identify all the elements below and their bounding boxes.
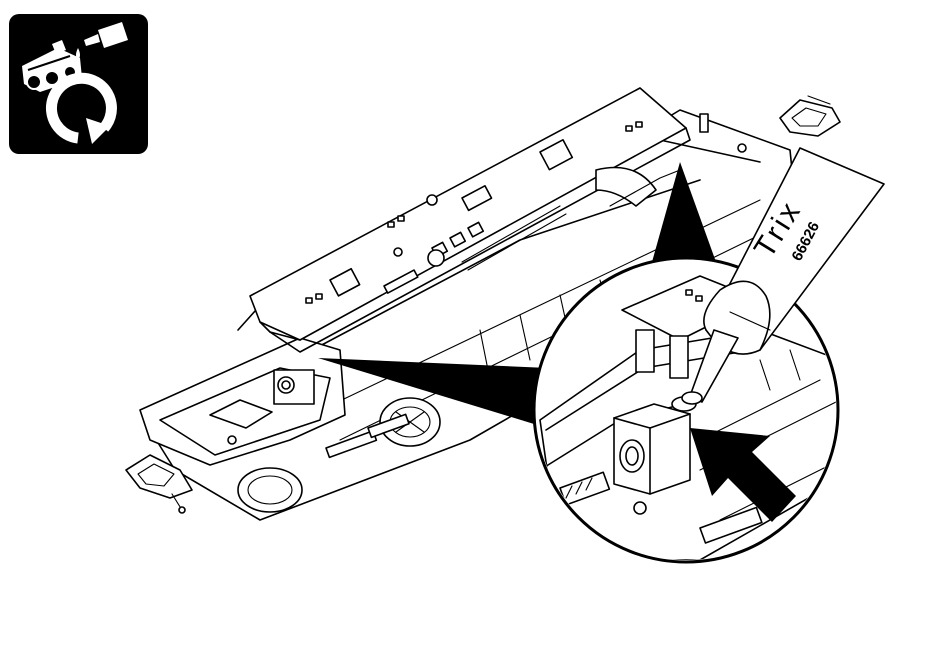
front-wheelset (238, 468, 302, 512)
support-pillar (636, 330, 654, 372)
maintenance-oiling-icon (9, 14, 148, 154)
rear-coupler (780, 96, 840, 136)
